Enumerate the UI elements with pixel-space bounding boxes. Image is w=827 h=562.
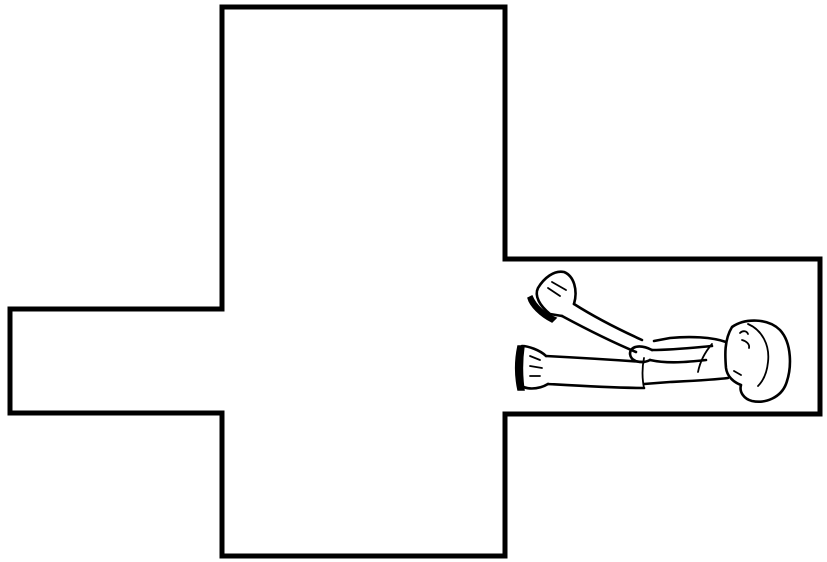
head: [725, 321, 790, 402]
raised-leg: [528, 272, 642, 352]
person-lying-figure: [516, 272, 790, 402]
cross-shape-outline: [10, 7, 820, 556]
flat-leg: [516, 346, 644, 390]
arm: [630, 346, 712, 362]
